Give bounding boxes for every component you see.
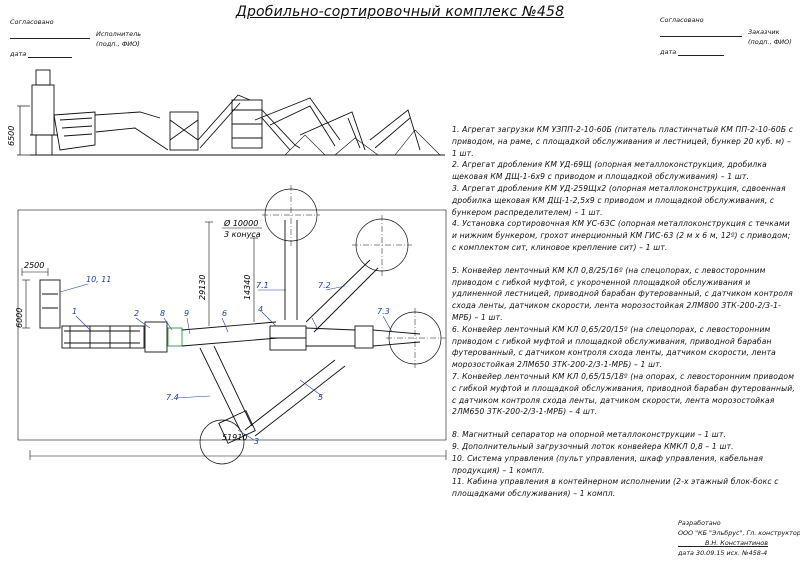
label-5: 5 <box>318 393 323 402</box>
approval-right-date-label: дата <box>660 48 677 56</box>
cones-label: 3 конуса <box>224 230 261 239</box>
spec-item-4: 4. Установка сортировочная КМ УС-63С (оп… <box>452 219 791 252</box>
approval-right-sign-hint: (подп., ФИО) <box>748 38 792 46</box>
developer-company: ООО "КБ "Эльбрус", Гл. конструктор <box>678 529 800 537</box>
developer-sign-line <box>678 546 768 547</box>
position-leaders <box>59 283 393 441</box>
label-7-2: 7.2 <box>318 281 331 290</box>
label-4: 4 <box>258 305 263 314</box>
position-labels: 1 2 3 4 5 6 7.1 7.2 7.3 7.4 8 9 10, 11 <box>72 275 390 446</box>
width-dim-label: 51910 <box>222 433 247 442</box>
spec-item-7: 7. Конвейер ленточный КМ КЛ 0,65/15/18º … <box>452 371 795 417</box>
approval-right-sign-line <box>660 36 742 37</box>
developer-name: В.Н. Константинов <box>705 539 768 547</box>
page-title: Дробильно-сортировочный комплекс №458 <box>235 4 565 20</box>
specification-list: 1. Агрегат загрузки КМ УЗПП-2-10-60Б (пи… <box>452 124 797 500</box>
approval-right-heading: Согласовано <box>660 16 704 24</box>
dim-2500-label: 2500 <box>24 261 44 270</box>
elevation-view <box>30 69 445 156</box>
spec-item-6: 6. Конвейер ленточный КМ КЛ 0,65/20/15º … <box>452 324 776 370</box>
approval-left-date-label: дата <box>10 50 27 58</box>
dim-14340-label: 14340 <box>243 275 252 300</box>
approval-left-sign-hint: (подп., ФИО) <box>96 40 140 48</box>
diameter-label: Ø 10000 <box>223 218 258 228</box>
label-1: 1 <box>72 307 77 316</box>
spec-gap <box>452 254 797 265</box>
spec-gap <box>452 418 797 429</box>
label-9: 9 <box>184 309 189 318</box>
spec-item-9: 9. Дополнительный загрузочный лоток конв… <box>452 441 734 451</box>
label-10-11: 10, 11 <box>86 275 111 284</box>
developer-heading: Разработано <box>678 519 721 527</box>
label-6: 6 <box>222 309 227 318</box>
spec-item-5: 5. Конвейер ленточный КМ КЛ 0,8/25/16º (… <box>452 265 793 322</box>
spec-item-3: 3. Агрегат дробления КМ УД-259Щх2 (опорн… <box>452 183 786 217</box>
height-dim-label: 6500 <box>7 126 16 146</box>
dim-29130-label: 29130 <box>198 275 207 300</box>
label-7-1: 7.1 <box>256 281 269 290</box>
spec-item-8: 8. Магнитный сепаратор на опорной металл… <box>452 430 727 440</box>
approval-right-date-line <box>678 55 724 56</box>
approval-left-heading: Согласовано <box>10 18 54 26</box>
spec-item-1: 1. Агрегат загрузки КМ УЗПП-2-10-60Б (пи… <box>452 125 794 158</box>
spec-item-10: 10. Система управления (пульт управления… <box>452 453 764 475</box>
label-7-4: 7.4 <box>166 393 179 402</box>
label-2: 2 <box>134 309 139 318</box>
plan-view <box>17 185 447 465</box>
label-8: 8 <box>160 309 165 318</box>
approval-left-date-line <box>28 57 72 58</box>
approval-left-role: Исполнитель <box>96 30 142 38</box>
dim-6000-label: 6000 <box>15 308 24 328</box>
label-3: 3 <box>254 437 259 446</box>
approval-right-role: Заказчик <box>748 28 780 36</box>
label-7-3: 7.3 <box>377 307 390 316</box>
plan-dimensions <box>21 221 447 460</box>
approval-left-sign-line <box>10 38 90 39</box>
spec-item-11: 11. Кабина управления в контейнерном исп… <box>452 477 779 499</box>
developer-date: дата 30.09.15 исх. №458-4 <box>678 549 768 557</box>
height-dimension <box>17 105 30 156</box>
spec-item-2: 2. Агрегат дробления КМ УД-69Щ (опорная … <box>452 160 767 182</box>
